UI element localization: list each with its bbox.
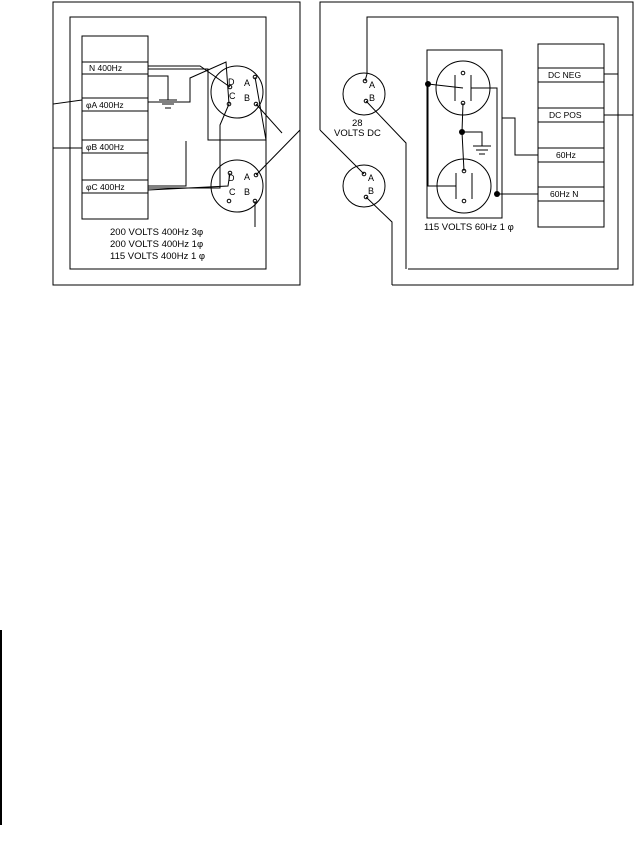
note-200v-3phase: 200 VOLTS 400Hz 3φ bbox=[110, 227, 203, 238]
terminal-label-60hz-n: 60Hz N bbox=[550, 189, 578, 199]
left-terminal-strip bbox=[81, 35, 149, 220]
receptacle-top-pin-d: D bbox=[228, 77, 235, 87]
receptacle-top-pin-c: C bbox=[229, 91, 236, 101]
left-panel-inner-frame bbox=[69, 16, 267, 270]
ground-symbol-right bbox=[462, 131, 491, 155]
right-panel-outer-frame bbox=[319, 1, 634, 286]
duplex-outlet-box bbox=[426, 49, 503, 219]
ground-symbol-left bbox=[148, 75, 177, 109]
dc-receptacle-pin-b: B bbox=[369, 93, 375, 103]
receptacle-bottom-pin-c: C bbox=[229, 187, 236, 197]
terminal-label-phase-b: φB 400Hz bbox=[86, 142, 124, 152]
note-115v-1phase: 115 VOLTS 400Hz 1 φ bbox=[110, 251, 205, 262]
right-panel: A B 28 VOLTS DC A B bbox=[319, 1, 634, 286]
right-panel-inner-frame bbox=[366, 16, 619, 270]
receptacle-bottom bbox=[210, 159, 264, 213]
receptacle-bottom-pin-a: A bbox=[244, 172, 250, 182]
left-panel: N 400Hz φA 400Hz φB 400Hz φC 400Hz D A C… bbox=[52, 1, 301, 286]
left-margin-bar bbox=[0, 630, 2, 825]
receptacle-top-pin-a: A bbox=[244, 78, 250, 88]
right-terminal-strip bbox=[537, 43, 605, 228]
terminal-label-dc-neg: DC NEG bbox=[548, 70, 581, 80]
dc-label-volts-dc: VOLTS DC bbox=[334, 128, 381, 139]
terminal-label-phase-c: φC 400Hz bbox=[86, 182, 125, 192]
note-200v-1phase: 200 VOLTS 400Hz 1φ bbox=[110, 239, 203, 250]
receptacle-bottom-pin-b: B bbox=[244, 187, 250, 197]
outlet-note-115v-60hz: 115 VOLTS 60Hz 1 φ bbox=[424, 222, 514, 233]
terminal-label-phase-a: φA 400Hz bbox=[86, 100, 124, 110]
second-receptacle-pin-b: B bbox=[368, 186, 374, 196]
dc-receptacle-pin-a: A bbox=[369, 80, 375, 90]
second-receptacle-pin-a: A bbox=[368, 173, 374, 183]
receptacle-top-pin-b: B bbox=[244, 93, 250, 103]
left-panel-outer-frame bbox=[52, 1, 301, 286]
second-receptacle bbox=[342, 164, 386, 208]
dc-label-28: 28 bbox=[352, 118, 363, 129]
dc-receptacle bbox=[342, 72, 386, 116]
terminal-label-n-400hz: N 400Hz bbox=[89, 63, 122, 73]
receptacle-bottom-pin-d: D bbox=[228, 173, 235, 183]
receptacle-top bbox=[210, 65, 264, 119]
right-wiring bbox=[319, 73, 633, 285]
terminal-label-60hz: 60Hz bbox=[556, 150, 576, 160]
terminal-label-dc-pos: DC POS bbox=[549, 110, 582, 120]
left-wiring bbox=[52, 61, 301, 227]
